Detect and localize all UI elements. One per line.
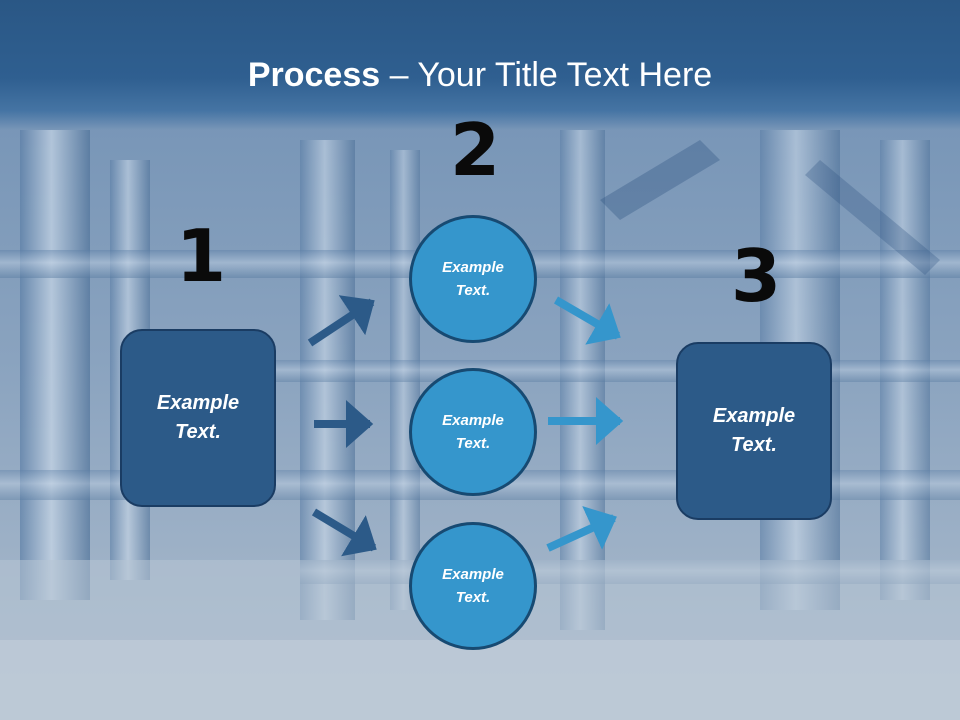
step-1-label: Example Text. xyxy=(156,392,240,443)
step-number-1: 1 xyxy=(176,214,227,298)
step-number-2: 2 xyxy=(450,108,501,192)
title-rest: – Your Title Text Here xyxy=(380,56,713,94)
arrow-bottom-to-3 xyxy=(546,506,617,552)
step-3-label: Example Text. xyxy=(712,405,796,456)
step-number-3: 3 xyxy=(731,234,782,318)
title-bold: Process xyxy=(247,56,381,94)
step-2-circle-bottom[interactable]: Example Text. xyxy=(409,522,537,650)
step-3-box[interactable]: Example Text. xyxy=(676,342,832,520)
title-bar xyxy=(0,0,960,130)
step-2-circle-middle[interactable]: Example Text. xyxy=(409,368,537,496)
circle-label: Example Text. xyxy=(442,412,504,452)
arrow-top-to-3 xyxy=(553,296,621,345)
step-1-box[interactable]: Example Text. xyxy=(120,329,276,507)
circle-label: Example Text. xyxy=(442,566,504,606)
step-2-circle-top[interactable]: Example Text. xyxy=(409,215,537,343)
arrow-1-to-top xyxy=(307,295,375,347)
circle-label: Example Text. xyxy=(442,259,504,299)
slide-title[interactable]: Process – Your Title Text Here xyxy=(0,52,960,98)
arrow-1-to-bottom xyxy=(311,508,377,557)
